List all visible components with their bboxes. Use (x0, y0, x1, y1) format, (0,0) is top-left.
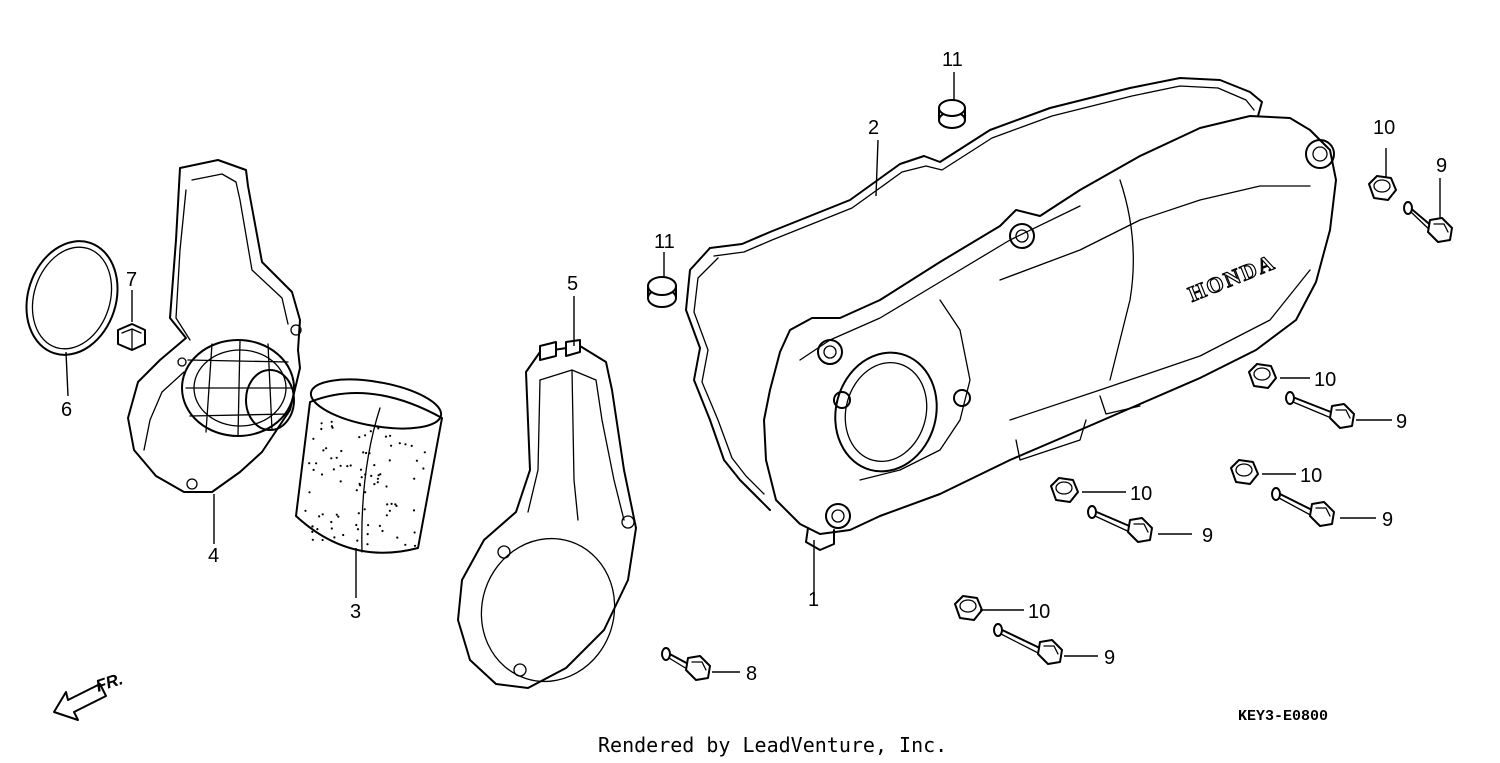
fasteners-group (661, 175, 1453, 681)
air-cleaner-cover-5[interactable] (457, 339, 637, 699)
filter-element-3[interactable] (295, 371, 445, 554)
callout-3: 3 (350, 601, 361, 623)
callout-5: 5 (567, 273, 578, 295)
bolt-9-1[interactable] (1403, 201, 1453, 243)
callout-10-a: 10 (1373, 117, 1395, 139)
gasket-2[interactable] (685, 77, 1263, 511)
foam-texture (304, 420, 426, 547)
callout-9-e: 9 (1104, 647, 1115, 669)
washer-10-1[interactable] (1368, 175, 1397, 201)
callout-10-d: 10 (1300, 465, 1322, 487)
air-cleaner-case-4[interactable] (127, 159, 302, 493)
washer-10-4[interactable] (1230, 459, 1259, 485)
callout-9-c: 9 (1202, 525, 1213, 547)
callout-6: 6 (61, 399, 72, 421)
render-credit: Rendered by LeadVenture, Inc. (598, 733, 947, 757)
washer-10-3[interactable] (1050, 477, 1079, 503)
callout-9-b: 9 (1396, 411, 1407, 433)
callout-9-d: 9 (1382, 509, 1393, 531)
leader-lines (65, 72, 1441, 673)
callout-11-a: 11 (942, 49, 963, 71)
front-label: FR. (93, 669, 125, 696)
bolt-8[interactable] (661, 647, 711, 681)
diagram-code: KEY3-E0800 (1238, 708, 1328, 725)
callout-1: 1 (808, 589, 819, 611)
callout-labels: 1 2 3 4 5 6 7 8 9 9 9 9 9 10 10 10 10 10… (61, 49, 1447, 685)
nut-7[interactable] (117, 323, 146, 351)
brand-mark: HONDA (1185, 249, 1280, 307)
dowel-pin-11-upper[interactable] (938, 99, 966, 129)
front-arrow-icon (53, 683, 107, 721)
o-ring-6[interactable] (12, 229, 132, 367)
callout-10-c: 10 (1130, 483, 1152, 505)
callout-4: 4 (208, 545, 219, 567)
bolt-9-5[interactable] (993, 623, 1063, 665)
callout-11-b: 11 (654, 231, 675, 253)
callout-7: 7 (126, 269, 137, 291)
callout-8: 8 (746, 663, 757, 685)
washer-10-5[interactable] (954, 595, 983, 621)
callout-10-b: 10 (1314, 369, 1336, 391)
callout-10-e: 10 (1028, 601, 1050, 623)
dowel-pin-11-lower[interactable] (647, 276, 677, 308)
front-direction-indicator: FR. (53, 669, 125, 721)
washer-10-2[interactable] (1248, 363, 1277, 389)
bolt-9-4[interactable] (1271, 487, 1335, 527)
bolt-9-3[interactable] (1087, 505, 1153, 543)
callout-2: 2 (868, 117, 879, 139)
bolt-9-2[interactable] (1285, 391, 1355, 429)
callout-9-a: 9 (1436, 155, 1447, 177)
